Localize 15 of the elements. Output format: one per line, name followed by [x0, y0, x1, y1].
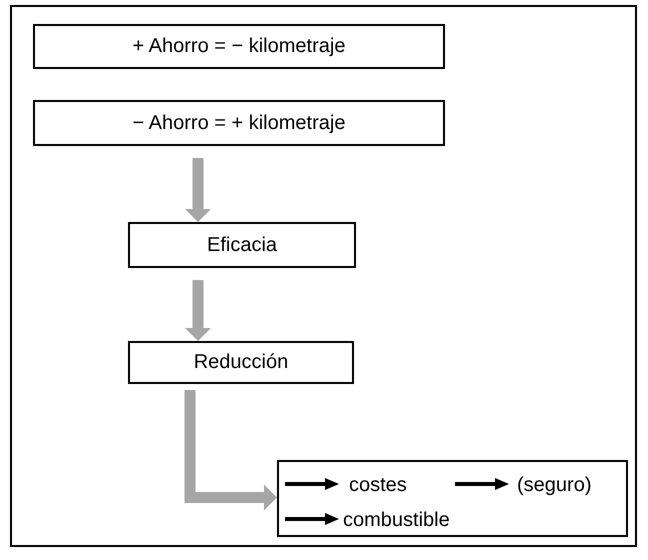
process-box	[33, 24, 445, 69]
block-arrow	[184, 390, 277, 510]
block-arrow	[185, 280, 211, 341]
process-box	[128, 341, 354, 384]
process-box	[33, 100, 445, 146]
outcome-item: (seguro)	[517, 475, 592, 495]
box-label: − Ahorro = + kilometraje	[132, 112, 346, 134]
process-box	[128, 222, 356, 268]
block-arrow	[185, 158, 211, 222]
outcome-box	[277, 460, 628, 537]
box-label: + Ahorro = − kilometraje	[132, 35, 346, 58]
box-label: Reducción	[194, 351, 288, 374]
box-label: Eficacia	[206, 234, 278, 256]
outcome-item: combustible	[343, 510, 450, 530]
outcome-item: costes	[349, 475, 407, 495]
